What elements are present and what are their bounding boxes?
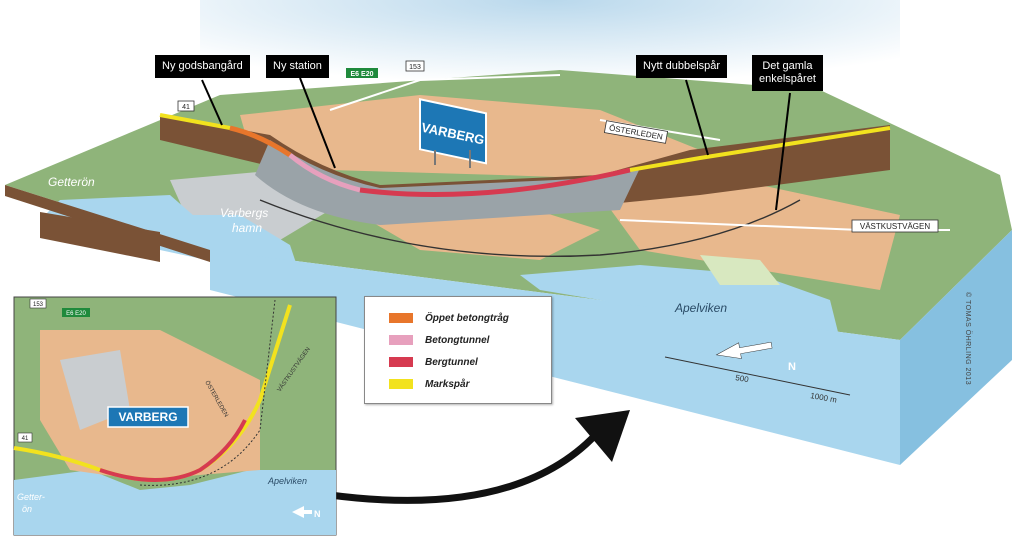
legend-item: Öppet betongtråg [389, 311, 509, 325]
place-label-hamn-1: Varbergs [220, 206, 268, 220]
road-plate-osterleden [603, 120, 669, 144]
scale-label-500: 500 [735, 373, 750, 384]
inset-shield-41 [17, 432, 33, 443]
legend-swatch [389, 357, 413, 367]
track-markspar-west [159, 113, 231, 130]
north-arrow [715, 341, 773, 359]
callout-pointer-station [299, 77, 336, 169]
place-label-getteron: Getterön [48, 175, 95, 189]
inset-shield-e6 [62, 308, 90, 317]
inset-shield-153 [29, 298, 47, 309]
callout-ny-godsbangard: Ny godsbangård [155, 55, 250, 78]
inset-shield-41-label: 41 [22, 436, 29, 442]
legend-item: Betongtunnel [389, 333, 489, 347]
callout-pointer-godsbangard [201, 79, 223, 126]
track-concrete-tunnel [288, 153, 361, 193]
legend-label: Bergtunnel [425, 356, 478, 368]
north-letter: N [788, 361, 796, 373]
shield-41-main-label: 41 [182, 104, 190, 111]
callout-det-gamla-enkelsparet: Det gamla enkelspåret [752, 55, 823, 91]
shield-e6-main-label: E6 E20 [351, 71, 374, 78]
city-sign-board [419, 98, 487, 165]
legend-swatch [389, 335, 413, 345]
shield-41-main [177, 100, 195, 112]
legend-label: Öppet betongtråg [425, 312, 509, 324]
legend-swatch [389, 313, 413, 323]
inset-north-letter: N [314, 509, 321, 519]
inset-old-track [139, 299, 276, 486]
legend-item: Markspår [389, 377, 469, 391]
track-markspar-east [629, 126, 891, 172]
legend: Öppet betongtråg Betongtunnel Bergtunnel… [364, 296, 552, 404]
legend-label: Markspår [425, 378, 470, 390]
callout-enkelsparet-line1: Det gamla [762, 60, 813, 72]
inset-shield-153-label: 153 [33, 302, 44, 308]
old-single-track [259, 199, 801, 257]
scale-bar [664, 356, 851, 396]
inset-sea [14, 470, 336, 535]
inset-city-label: VARBERG [118, 410, 177, 424]
soil-face-front [40, 212, 160, 262]
track-rock-tunnel [359, 167, 631, 197]
beach [700, 255, 780, 285]
road-plate-vastkustvagen [851, 219, 939, 233]
callout-pointer-dubbelspar [685, 79, 709, 156]
road-north [329, 74, 561, 111]
shield-153-main-label: 153 [409, 64, 421, 71]
legend-swatch [389, 379, 413, 389]
shield-153-main [405, 60, 425, 72]
water-face-east [900, 230, 1012, 465]
inset-track-tunnel [99, 419, 247, 482]
legend-item: Bergtunnel [389, 355, 478, 369]
connector-arrow [329, 427, 603, 504]
legend-label: Betongtunnel [425, 334, 490, 346]
callout-pointer-enkelsparet [775, 92, 791, 211]
place-label-hamn-2: hamn [232, 221, 262, 235]
callout-enkelsparet-line2: enkelspåret [759, 73, 816, 85]
inset-shield-e6-label: E6 E20 [66, 311, 86, 317]
inset-label-getter-2: ön [22, 504, 32, 514]
inset-city-sign [107, 406, 189, 428]
tunnel-cut [255, 140, 640, 225]
track-open-trough [229, 125, 292, 158]
shield-e6-main [346, 68, 378, 78]
place-label-apelviken: Apelviken [674, 301, 727, 315]
connector-arrowhead [575, 410, 630, 462]
callout-ny-station: Ny station [266, 55, 329, 78]
inset-label-apelviken: Apelviken [267, 476, 307, 486]
inset-label-getter-1: Getter- [17, 492, 45, 502]
credit: © TOMAS ÖHRLING 2013 [964, 292, 971, 386]
inset-north-arrow [292, 506, 312, 518]
urban-area-south [600, 185, 900, 290]
road-label-vastkustvagen: VÄSTKUSTVÄGEN [860, 222, 930, 231]
callout-nytt-dubbelspar: Nytt dubbelspår [636, 55, 728, 78]
